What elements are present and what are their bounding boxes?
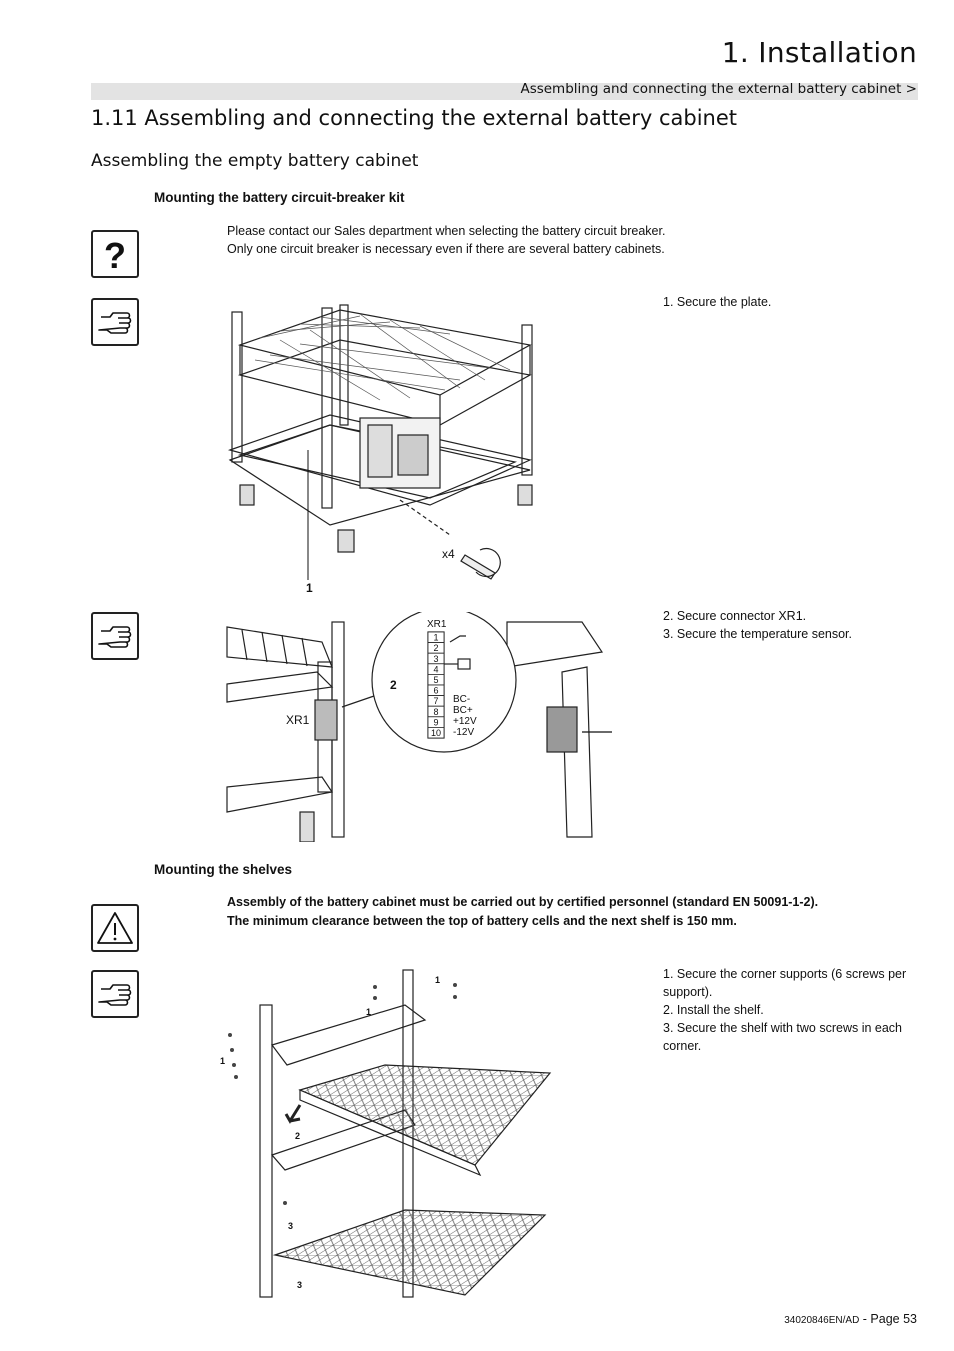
fig2-signal-bc-plus: BC+	[453, 705, 473, 716]
shelves-step-line-2: support).	[663, 985, 713, 999]
xr1-terminal-number: 5	[433, 675, 438, 685]
svg-text:?: ?	[104, 235, 126, 276]
xr1-terminal-number: 6	[433, 686, 438, 696]
section-title: 1.11 Assembling and connecting the exter…	[91, 106, 738, 130]
fig2-xr1-label: XR1	[286, 713, 310, 727]
xr1-terminal-number: 1	[433, 633, 438, 643]
xr1-terminal-number: 7	[433, 696, 438, 706]
pointing-hand-icon	[91, 970, 139, 1018]
chapter-title: 1. Installation	[721, 36, 917, 69]
page-footer: 34020846EN/AD - Page 53	[784, 1312, 917, 1326]
shelves-step-line-3: 2. Install the shelf.	[663, 1003, 764, 1017]
pointing-hand-icon	[91, 612, 139, 660]
breadcrumb: Assembling and connecting the external b…	[520, 81, 917, 97]
xr1-terminal-number: 9	[433, 717, 438, 727]
step-1-text: 1. Secure the plate.	[663, 295, 772, 309]
doc-number: 34020846EN/AD	[784, 1315, 860, 1326]
pointing-hand-icon	[91, 298, 139, 346]
step-2-text: 2. Secure connector XR1.	[663, 609, 807, 623]
step-3-text: 3. Secure the temperature sensor.	[663, 627, 852, 641]
steps-2-3-text: 2. Secure connector XR1. 3. Secure the t…	[663, 607, 852, 643]
figure-shelf-mounting: 1 1 1 2 3 3	[220, 969, 552, 1298]
xr1-terminal-number: 4	[433, 664, 438, 674]
figure-cabinet-base: x4 1	[227, 304, 533, 595]
breaker-note-line-2: Only one circuit breaker is necessary ev…	[227, 242, 665, 256]
fig1-x4-label: x4	[442, 547, 455, 561]
warning-triangle-icon	[91, 904, 139, 952]
fig2-signal-minus12v: -12V	[453, 727, 474, 738]
warning-line-1: Assembly of the battery cabinet must be …	[227, 895, 819, 909]
shelves-heading: Mounting the shelves	[154, 862, 293, 877]
page-number: - Page 53	[859, 1312, 917, 1326]
fig1-callout-1: 1	[306, 581, 313, 595]
fig3-callout-2: 2	[295, 1131, 300, 1141]
shelves-warning: Assembly of the battery cabinet must be …	[227, 893, 917, 931]
breaker-note: Please contact our Sales department when…	[227, 222, 787, 258]
breaker-note-line-1: Please contact our Sales department when…	[227, 224, 666, 238]
shelves-step-line-1: 1. Secure the corner supports (6 screws …	[663, 967, 907, 981]
xr1-terminal-cell	[427, 727, 445, 739]
xr1-terminal-number: 10	[431, 728, 441, 738]
fig3-callout-3b: 3	[297, 1280, 302, 1290]
breaker-kit-heading: Mounting the battery circuit-breaker kit	[154, 190, 405, 205]
warning-line-2: The minimum clearance between the top of…	[227, 914, 737, 928]
xr1-terminal-number: 2	[433, 643, 438, 653]
fig3-callout-1a: 1	[435, 975, 440, 985]
question-mark-icon: ?	[91, 230, 139, 278]
fig2-signal-bc-minus: BC-	[453, 694, 470, 705]
shelves-step-line-5: corner.	[663, 1039, 702, 1053]
fig3-callout-3a: 3	[288, 1221, 293, 1231]
xr1-terminal-number: 8	[433, 707, 438, 717]
subsection-title: Assembling the empty battery cabinet	[91, 151, 419, 171]
fig3-callout-1c: 1	[220, 1056, 225, 1066]
shelves-steps: 1. Secure the corner supports (6 screws …	[663, 965, 923, 1055]
fig2-signal-plus12v: +12V	[453, 716, 477, 727]
breadcrumb-bar	[91, 83, 918, 100]
fig3-callout-1b: 1	[366, 1007, 371, 1017]
shelves-step-line-4: 3. Secure the shelf with two screws in e…	[663, 1021, 903, 1035]
fig2-detail-title: XR1	[427, 619, 447, 630]
xr1-terminal-number: 3	[433, 654, 438, 664]
fig2-callout-2: 2	[390, 678, 397, 692]
